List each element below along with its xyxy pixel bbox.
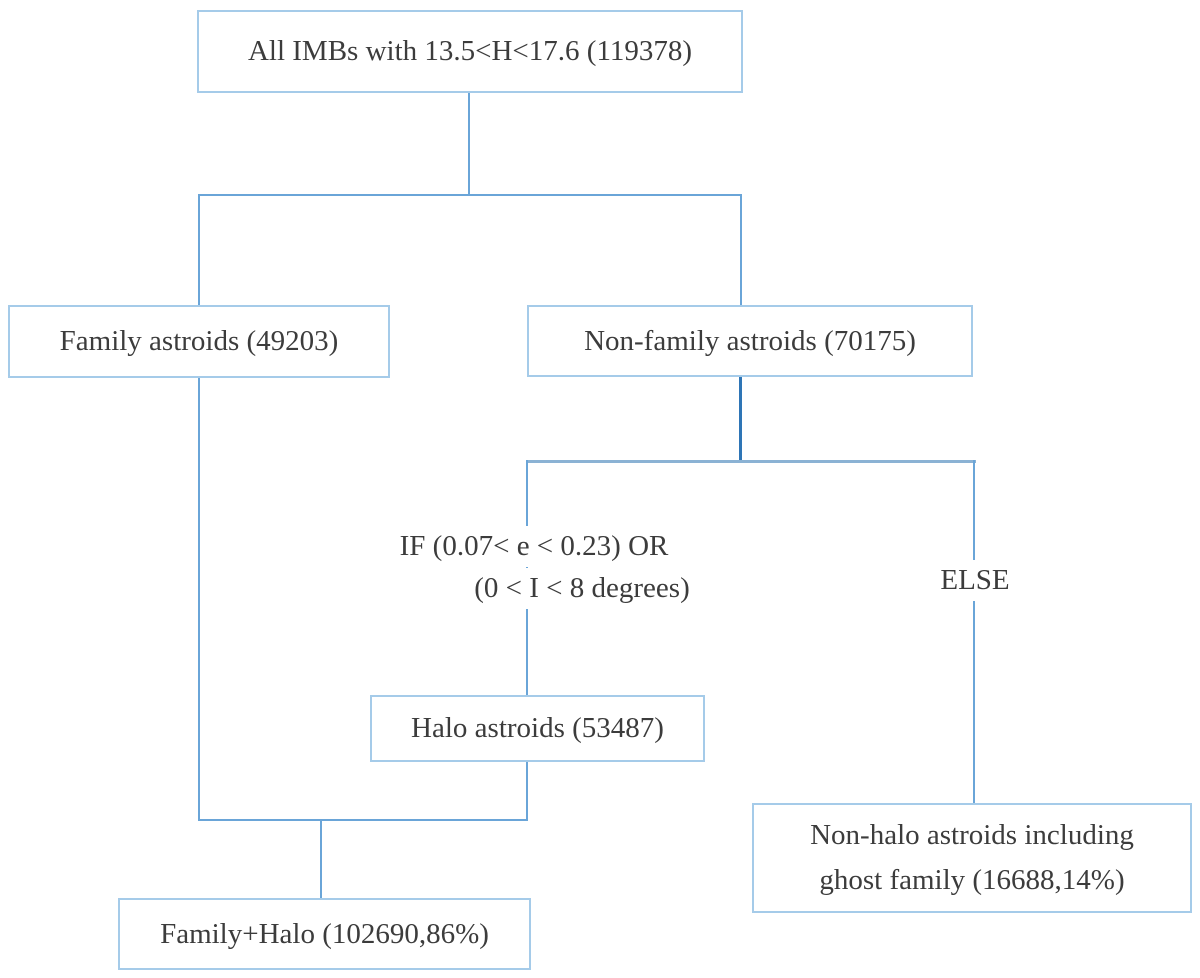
connector-allimbs-down [468, 93, 470, 196]
node-family-astroids-label: Family astroids (49203) [59, 325, 339, 358]
node-family-astroids: Family astroids (49203) [8, 305, 390, 378]
node-nonhalo-line2: ghost family (16688,14%) [819, 864, 1125, 896]
connector-merge-horizontal [198, 819, 528, 821]
connector-to-nonfamily [740, 194, 742, 306]
else-label: ELSE [930, 560, 1020, 601]
node-nonhalo-line1: Non-halo astroids including [810, 819, 1134, 852]
connector-family-down [198, 377, 200, 821]
node-nonhalo-astroids: Non-halo astroids including ghost family… [752, 803, 1192, 913]
node-all-imbs: All IMBs with 13.5<H<17.6 (119378) [197, 10, 743, 93]
node-halo-astroids-label: Halo astroids (53487) [411, 712, 664, 745]
connector-split-horizontal [198, 194, 742, 196]
node-family-halo: Family+Halo (102690,86%) [118, 898, 531, 970]
node-family-halo-label: Family+Halo (102690,86%) [160, 917, 489, 950]
connector-nonfamily-down [739, 377, 742, 463]
connector-else-to-nonhalo [973, 460, 975, 804]
node-halo-astroids: Halo astroids (53487) [370, 695, 705, 762]
if-condition-line1: IF (0.07< e < 0.23) OR [389, 526, 679, 567]
connector-halo-down [526, 762, 528, 821]
node-nonfamily-astroids: Non-family astroids (70175) [527, 305, 973, 377]
connector-to-familyhalo [320, 819, 322, 899]
connector-to-family [198, 194, 200, 306]
if-condition-line2: (0 < I < 8 degrees) [464, 568, 700, 609]
node-all-imbs-label: All IMBs with 13.5<H<17.6 (119378) [247, 35, 693, 68]
node-nonhalo-astroids-label: Non-halo astroids including ghost family… [810, 813, 1134, 903]
node-nonfamily-astroids-label: Non-family astroids (70175) [584, 324, 916, 357]
connector-if-else-split [527, 460, 976, 463]
